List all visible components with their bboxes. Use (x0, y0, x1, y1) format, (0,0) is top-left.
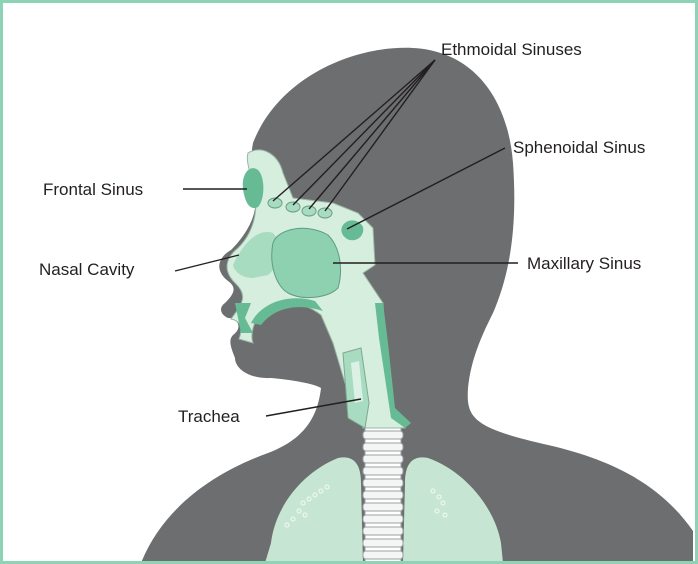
label-maxillary-sinus: Maxillary Sinus (527, 254, 641, 273)
ethmoidal-cell-3 (302, 206, 316, 216)
label-sphenoidal-sinus: Sphenoidal Sinus (513, 138, 645, 157)
ethmoidal-cell-2 (286, 202, 300, 212)
frontal-sinus (243, 168, 264, 208)
trachea-rings (363, 428, 403, 563)
maxillary-sinus (272, 228, 341, 297)
label-ethmoidal-sinuses: Ethmoidal Sinuses (441, 40, 582, 59)
label-trachea: Trachea (178, 407, 240, 426)
label-frontal-sinus: Frontal Sinus (43, 180, 143, 199)
ethmoidal-cell-4 (318, 208, 332, 218)
label-nasal-cavity: Nasal Cavity (39, 260, 135, 279)
respiratory-anatomy-diagram: Ethmoidal Sinuses Sphenoidal Sinus Front… (3, 3, 698, 564)
